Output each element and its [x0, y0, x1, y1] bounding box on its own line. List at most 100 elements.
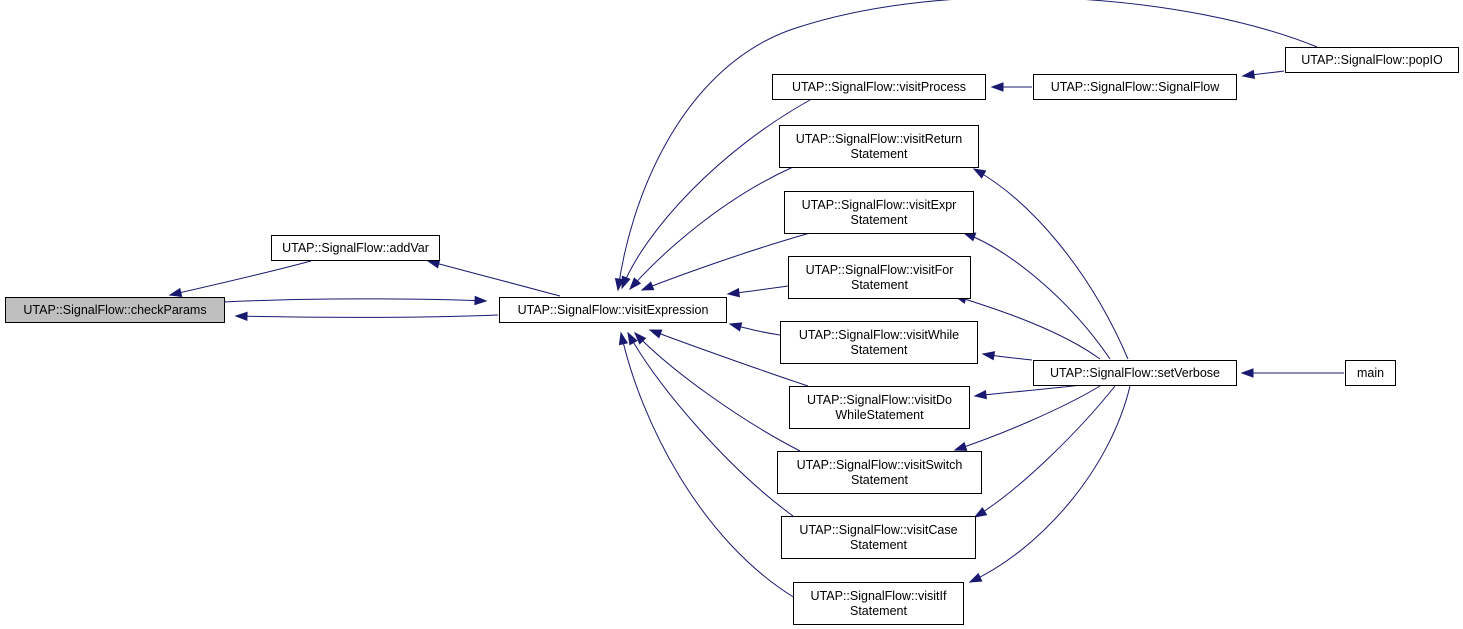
- edge-visitExpression-to-checkParams: [234, 311, 499, 321]
- node-visitExpression-label-0: UTAP::SignalFlow::visitExpression: [518, 303, 709, 317]
- edge-setVerbose-to-visitWhileStatement-arrowhead: [981, 351, 996, 361]
- node-visitReturnStatement-label-0: UTAP::SignalFlow::visitReturn: [796, 132, 963, 146]
- edge-visitDoWhileStatement-to-visitExpression: [648, 329, 809, 387]
- edge-visitDoWhileStatement-to-visitExpression-line: [649, 329, 809, 387]
- node-visitCaseStatement-box: [781, 516, 976, 559]
- node-addVar[interactable]: UTAP::SignalFlow::addVar: [271, 235, 440, 261]
- edge-visitExpression-to-checkParams-arrowhead: [234, 311, 248, 321]
- edge-checkParams-to-visitExpression: [223, 295, 488, 306]
- node-addVar-label-0: UTAP::SignalFlow::addVar: [282, 241, 429, 255]
- edge-visitProcess-to-visitExpression: [621, 99, 811, 290]
- edge-checkParams-to-visitExpression-line: [223, 298, 487, 303]
- edge-setVerbose-to-visitReturnStatement-line: [973, 168, 1129, 360]
- edge-setVerbose-to-visitCaseStatement-arrowhead: [973, 507, 988, 518]
- edge-visitReturnStatement-to-visitExpression-arrowhead: [629, 277, 642, 291]
- edge-visitExprStatement-to-visitExpression-line: [641, 232, 811, 291]
- node-visitForStatement-box: [788, 256, 971, 299]
- edge-setVerbose-to-visitIfStatement: [968, 385, 1131, 583]
- node-visitSwitchStatement-box: [777, 451, 982, 494]
- edge-main-to-setVerbose: [1240, 368, 1344, 378]
- edge-visitProcess-to-visitExpression-arrowhead: [621, 275, 631, 290]
- edge-setVerbose-to-visitDoWhileStatement-arrowhead: [973, 389, 987, 400]
- edge-visitExpression-to-addVar-arrowhead: [426, 259, 441, 269]
- edge-addVar-to-checkParams-line: [169, 260, 312, 296]
- edge-visitCaseStatement-to-visitExpression-line: [627, 332, 794, 517]
- edge-setVerbose-to-visitSwitchStatement-line: [954, 385, 1101, 451]
- edge-visitSwitchStatement-to-visitExpression: [633, 331, 801, 452]
- node-visitProcess-box: [772, 74, 986, 100]
- edge-visitIfStatement-to-visitExpression-arrowhead: [618, 331, 629, 346]
- node-visitSwitchStatement-label-1: Statement: [851, 473, 909, 487]
- node-visitIfStatement-label-1: Statement: [850, 604, 908, 618]
- node-SignalFlow[interactable]: UTAP::SignalFlow::SignalFlow: [1033, 74, 1237, 100]
- edge-visitCaseStatement-to-visitExpression: [627, 331, 794, 517]
- node-main-label-0: main: [1357, 366, 1384, 380]
- node-checkParams[interactable]: UTAP::SignalFlow::checkParams: [5, 297, 225, 323]
- nodes-layer: UTAP::SignalFlow::checkParamsUTAP::Signa…: [5, 47, 1459, 625]
- edge-visitExpression-to-checkParams-line: [235, 314, 499, 318]
- node-visitExpression[interactable]: UTAP::SignalFlow::visitExpression: [499, 297, 727, 323]
- edge-setVerbose-to-visitReturnStatement: [972, 168, 1129, 360]
- edge-popIO-to-SignalFlow: [1241, 69, 1285, 80]
- edge-setVerbose-to-visitSwitchStatement: [953, 385, 1101, 451]
- node-visitDoWhileStatement-label-1: WhileStatement: [835, 408, 924, 422]
- edge-popIO-to-SignalFlow-arrowhead: [1241, 69, 1256, 80]
- edge-visitExprStatement-to-visitExpression: [640, 232, 811, 291]
- edge-visitForStatement-to-visitExpression-arrowhead: [726, 287, 740, 298]
- edge-setVerbose-to-visitForStatement-line: [954, 295, 1101, 360]
- edge-visitSwitchStatement-to-visitExpression-line: [634, 332, 801, 452]
- edge-setVerbose-to-visitExprStatement-line: [963, 232, 1111, 360]
- node-visitReturnStatement-label-1: Statement: [851, 147, 909, 161]
- edge-setVerbose-to-visitExprStatement: [962, 232, 1111, 360]
- node-visitDoWhileStatement-box: [789, 386, 970, 429]
- node-visitIfStatement-label-0: UTAP::SignalFlow::visitIf: [811, 589, 947, 603]
- node-visitForStatement-label-0: UTAP::SignalFlow::visitFor: [806, 263, 954, 277]
- edge-popIO-to-visitExpression-line: [617, 0, 1318, 291]
- edge-visitForStatement-to-visitExpression: [726, 285, 789, 298]
- node-addVar-box: [271, 235, 440, 261]
- edge-visitReturnStatement-to-visitExpression-line: [629, 166, 794, 290]
- node-main-box: [1345, 360, 1396, 386]
- node-visitReturnStatement-box: [779, 125, 979, 168]
- node-SignalFlow-label-0: UTAP::SignalFlow::SignalFlow: [1051, 80, 1221, 94]
- edge-visitExpression-to-addVar-line: [427, 260, 561, 297]
- node-checkParams-label-0: UTAP::SignalFlow::checkParams: [23, 303, 206, 317]
- edge-addVar-to-checkParams: [168, 260, 312, 298]
- edge-visitExprStatement-to-visitExpression-arrowhead: [640, 281, 655, 291]
- edge-setVerbose-to-visitReturnStatement-arrowhead: [972, 168, 987, 179]
- node-visitDoWhileStatement-label-0: UTAP::SignalFlow::visitDo: [807, 393, 952, 407]
- node-visitForStatement-label-1: Statement: [851, 278, 909, 292]
- edge-addVar-to-checkParams-arrowhead: [168, 287, 183, 298]
- edge-visitWhileStatement-to-visitExpression: [728, 322, 781, 336]
- node-visitExprStatement-label-0: UTAP::SignalFlow::visitExpr: [802, 198, 957, 212]
- node-popIO-label-0: UTAP::SignalFlow::popIO: [1301, 53, 1443, 67]
- node-setVerbose[interactable]: UTAP::SignalFlow::setVerbose: [1033, 360, 1237, 386]
- node-visitExprStatement-box: [784, 191, 974, 234]
- edge-setVerbose-to-visitWhileStatement: [981, 351, 1033, 361]
- node-popIO[interactable]: UTAP::SignalFlow::popIO: [1285, 47, 1459, 73]
- edges-layer: [168, 0, 1344, 599]
- edge-setVerbose-to-visitDoWhileStatement: [973, 383, 1091, 400]
- node-visitWhileStatement-label-1: Statement: [851, 343, 909, 357]
- edge-visitReturnStatement-to-visitExpression: [629, 166, 794, 291]
- node-checkParams-box: [5, 297, 225, 323]
- node-visitExprStatement-label-1: Statement: [851, 213, 909, 227]
- edge-popIO-to-visitExpression-arrowhead: [614, 277, 625, 292]
- node-main[interactable]: main: [1345, 360, 1396, 386]
- node-SignalFlow-box: [1033, 74, 1237, 100]
- node-setVerbose-label-0: UTAP::SignalFlow::setVerbose: [1050, 366, 1220, 380]
- edge-visitProcess-to-visitExpression-line: [621, 99, 811, 289]
- node-visitProcess[interactable]: UTAP::SignalFlow::visitProcess: [772, 74, 986, 100]
- node-setVerbose-box: [1033, 360, 1237, 386]
- node-visitWhileStatement-label-0: UTAP::SignalFlow::visitWhile: [799, 328, 959, 342]
- edge-SignalFlow-to-visitProcess: [990, 82, 1032, 92]
